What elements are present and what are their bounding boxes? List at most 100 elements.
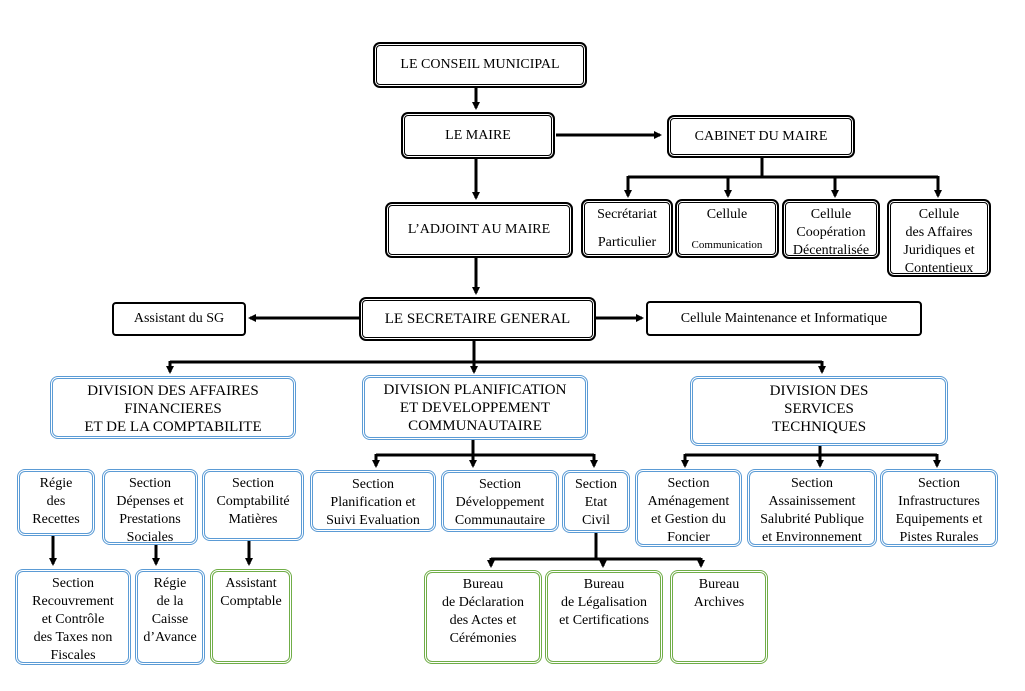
sec-compta-line1: Section [232, 476, 274, 491]
regie-recettes-line3: Recettes [32, 512, 80, 527]
sec-recouv-line1: Section [52, 576, 94, 591]
sec-assain-line2: Assainissement [768, 494, 856, 509]
bur-decl-line3: des Actes et [449, 613, 517, 628]
div-fin-line1: DIVISION DES AFFAIRES [87, 383, 259, 399]
sec-recouv-line4: des Taxes non [33, 630, 113, 645]
div-fin-line3: ET DE LA COMPTABILITE [84, 419, 262, 435]
cellule-comm-line2: Communication [691, 239, 763, 251]
section-infrastructures-box: Section Infrastructures Equipements et P… [880, 469, 998, 547]
bur-legal-line2: de Légalisation [561, 595, 647, 610]
div-plan-line2: ET DEVELOPPEMENT [399, 400, 551, 416]
cellule-cooperation-box: Cellule Coopération Décentralisée [783, 200, 879, 258]
assistant-compta-line2: Comptable [220, 594, 282, 609]
sec-assain-line4: et Environnement [762, 530, 862, 545]
bur-arch-line2: Archives [693, 595, 745, 610]
section-assainissement-box: Section Assainissement Salubrité Publiqu… [747, 469, 877, 547]
regie-recettes-box: Régie des Recettes [17, 469, 95, 536]
division-planification-box: DIVISION PLANIFICATION ET DEVELOPPEMENT … [362, 375, 588, 440]
div-fin-line2: FINANCIERES [124, 401, 222, 417]
cellule-jur-line1: Cellule [918, 207, 960, 222]
adjoint-maire-label: L’ADJOINT AU MAIRE [407, 222, 551, 237]
bureau-declaration-box: Bureau de Déclaration des Actes et Cérém… [424, 570, 542, 664]
section-depenses-box: Section Dépenses et Prestations Sociales [102, 469, 198, 545]
bur-decl-line2: de Déclaration [441, 595, 524, 610]
sec-etat-line3: Civil [581, 513, 610, 528]
regie-recettes-line2: des [46, 494, 66, 509]
adjoint-maire-box: L’ADJOINT AU MAIRE [386, 203, 572, 257]
section-recouvrement-box: Section Recouvrement et Contrôle des Tax… [15, 569, 131, 665]
sec-recouv-line3: et Contrôle [41, 612, 105, 627]
sec-compta-line3: Matières [228, 512, 278, 527]
assistant-sg-label: Assistant du SG [133, 311, 225, 326]
sec-assain-line1: Section [791, 476, 833, 491]
sec-assain-line3: Salubrité Publique [760, 512, 864, 527]
cellule-comm-line1: Cellule [706, 207, 748, 222]
division-affaires-financieres-box: DIVISION DES AFFAIRES FINANCIERES ET DE … [50, 376, 296, 439]
secretariat-line1: Secrétariat [597, 207, 657, 222]
bureau-legalisation-box: Bureau de Légalisation et Certifications [545, 570, 663, 664]
assistant-comptable-box: Assistant Comptable [210, 569, 292, 664]
sec-depenses-line1: Section [129, 476, 171, 491]
assistant-compta-line1: Assistant [225, 576, 277, 591]
bur-decl-line1: Bureau [462, 577, 504, 592]
bur-decl-line4: Cérémonies [449, 631, 517, 646]
sec-infra-line3: Equipements et [895, 512, 983, 527]
conseil-municipal-box: LE CONSEIL MUNICIPAL [374, 43, 586, 87]
sec-recouv-line2: Recouvrement [32, 594, 114, 609]
cabinet-maire-box: CABINET DU MAIRE [668, 116, 854, 157]
div-plan-line1: DIVISION PLANIFICATION [383, 382, 567, 398]
secretaire-general-label: LE SECRETAIRE GENERAL [384, 311, 571, 327]
secretariat-particulier-box: Secrétariat Particulier [582, 200, 672, 257]
cellule-communication-box: Cellule Communication [676, 200, 778, 257]
secretaire-general-box: LE SECRETAIRE GENERAL [360, 298, 595, 340]
regie-caisse-line4: d’Avance [143, 630, 197, 645]
cellule-jur-line3: Juridiques et [903, 243, 975, 258]
sec-dev-line2: Développement [455, 495, 545, 510]
div-tech-line2: SERVICES [784, 401, 854, 417]
cabinet-maire-label: CABINET DU MAIRE [694, 128, 828, 144]
sec-infra-line1: Section [918, 476, 960, 491]
regie-caisse-avance-box: Régie de la Caisse d’Avance [135, 569, 205, 665]
section-amenagement-box: Section Aménagement et Gestion du Foncie… [635, 469, 742, 547]
cellule-juridique-box: Cellule des Affaires Juridiques et Conte… [888, 200, 990, 276]
cellule-maintenance-label: Cellule Maintenance et Informatique [680, 310, 888, 326]
sec-depenses-line2: Dépenses et [116, 494, 184, 509]
sec-recouv-line5: Fiscales [50, 648, 96, 663]
sec-amen-line4: Foncier [667, 530, 710, 545]
cellule-coop-line1: Cellule [810, 207, 852, 222]
sec-planif-line3: Suivi Evaluation [326, 513, 420, 528]
div-tech-line1: DIVISION DES [769, 383, 869, 399]
bur-legal-line3: et Certifications [559, 613, 649, 628]
cellule-maintenance-box: Cellule Maintenance et Informatique [646, 301, 922, 336]
regie-caisse-line3: Caisse [151, 612, 189, 627]
maire-box: LE MAIRE [402, 113, 554, 158]
sec-amen-line1: Section [667, 476, 710, 491]
cellule-coop-line2: Coopération [796, 225, 866, 240]
section-comptabilite-box: Section Comptabilité Matières [202, 469, 304, 541]
sec-planif-line1: Section [352, 477, 394, 492]
cellule-jur-line2: des Affaires [905, 225, 973, 240]
regie-recettes-line1: Régie [39, 476, 73, 491]
section-etat-civil-box: Section Etat Civil [562, 470, 630, 533]
section-planification-box: Section Planification et Suivi Evaluatio… [310, 470, 436, 532]
regie-caisse-line1: Régie [153, 576, 187, 591]
sec-dev-line3: Communautaire [454, 513, 546, 528]
div-plan-line3: COMMUNAUTAIRE [408, 418, 542, 434]
division-services-techniques-box: DIVISION DES SERVICES TECHNIQUES [690, 376, 948, 446]
sec-amen-line2: Aménagement [647, 494, 730, 509]
conseil-municipal-label: LE CONSEIL MUNICIPAL [400, 57, 560, 72]
bur-legal-line1: Bureau [583, 577, 625, 592]
section-developpement-box: Section Développement Communautaire [441, 470, 559, 532]
cellule-jur-line4: Contentieux [904, 261, 974, 276]
regie-caisse-line2: de la [156, 594, 184, 609]
assistant-sg-box: Assistant du SG [112, 302, 246, 336]
secretariat-line2: Particulier [597, 235, 657, 250]
sec-etat-line2: Etat [584, 495, 608, 510]
bur-arch-line1: Bureau [698, 577, 740, 592]
maire-label: LE MAIRE [445, 127, 511, 143]
sec-infra-line2: Infrastructures [898, 494, 980, 509]
div-tech-line3: TECHNIQUES [771, 419, 867, 435]
sec-planif-line2: Planification et [330, 495, 416, 510]
sec-depenses-line3: Prestations [119, 512, 181, 527]
